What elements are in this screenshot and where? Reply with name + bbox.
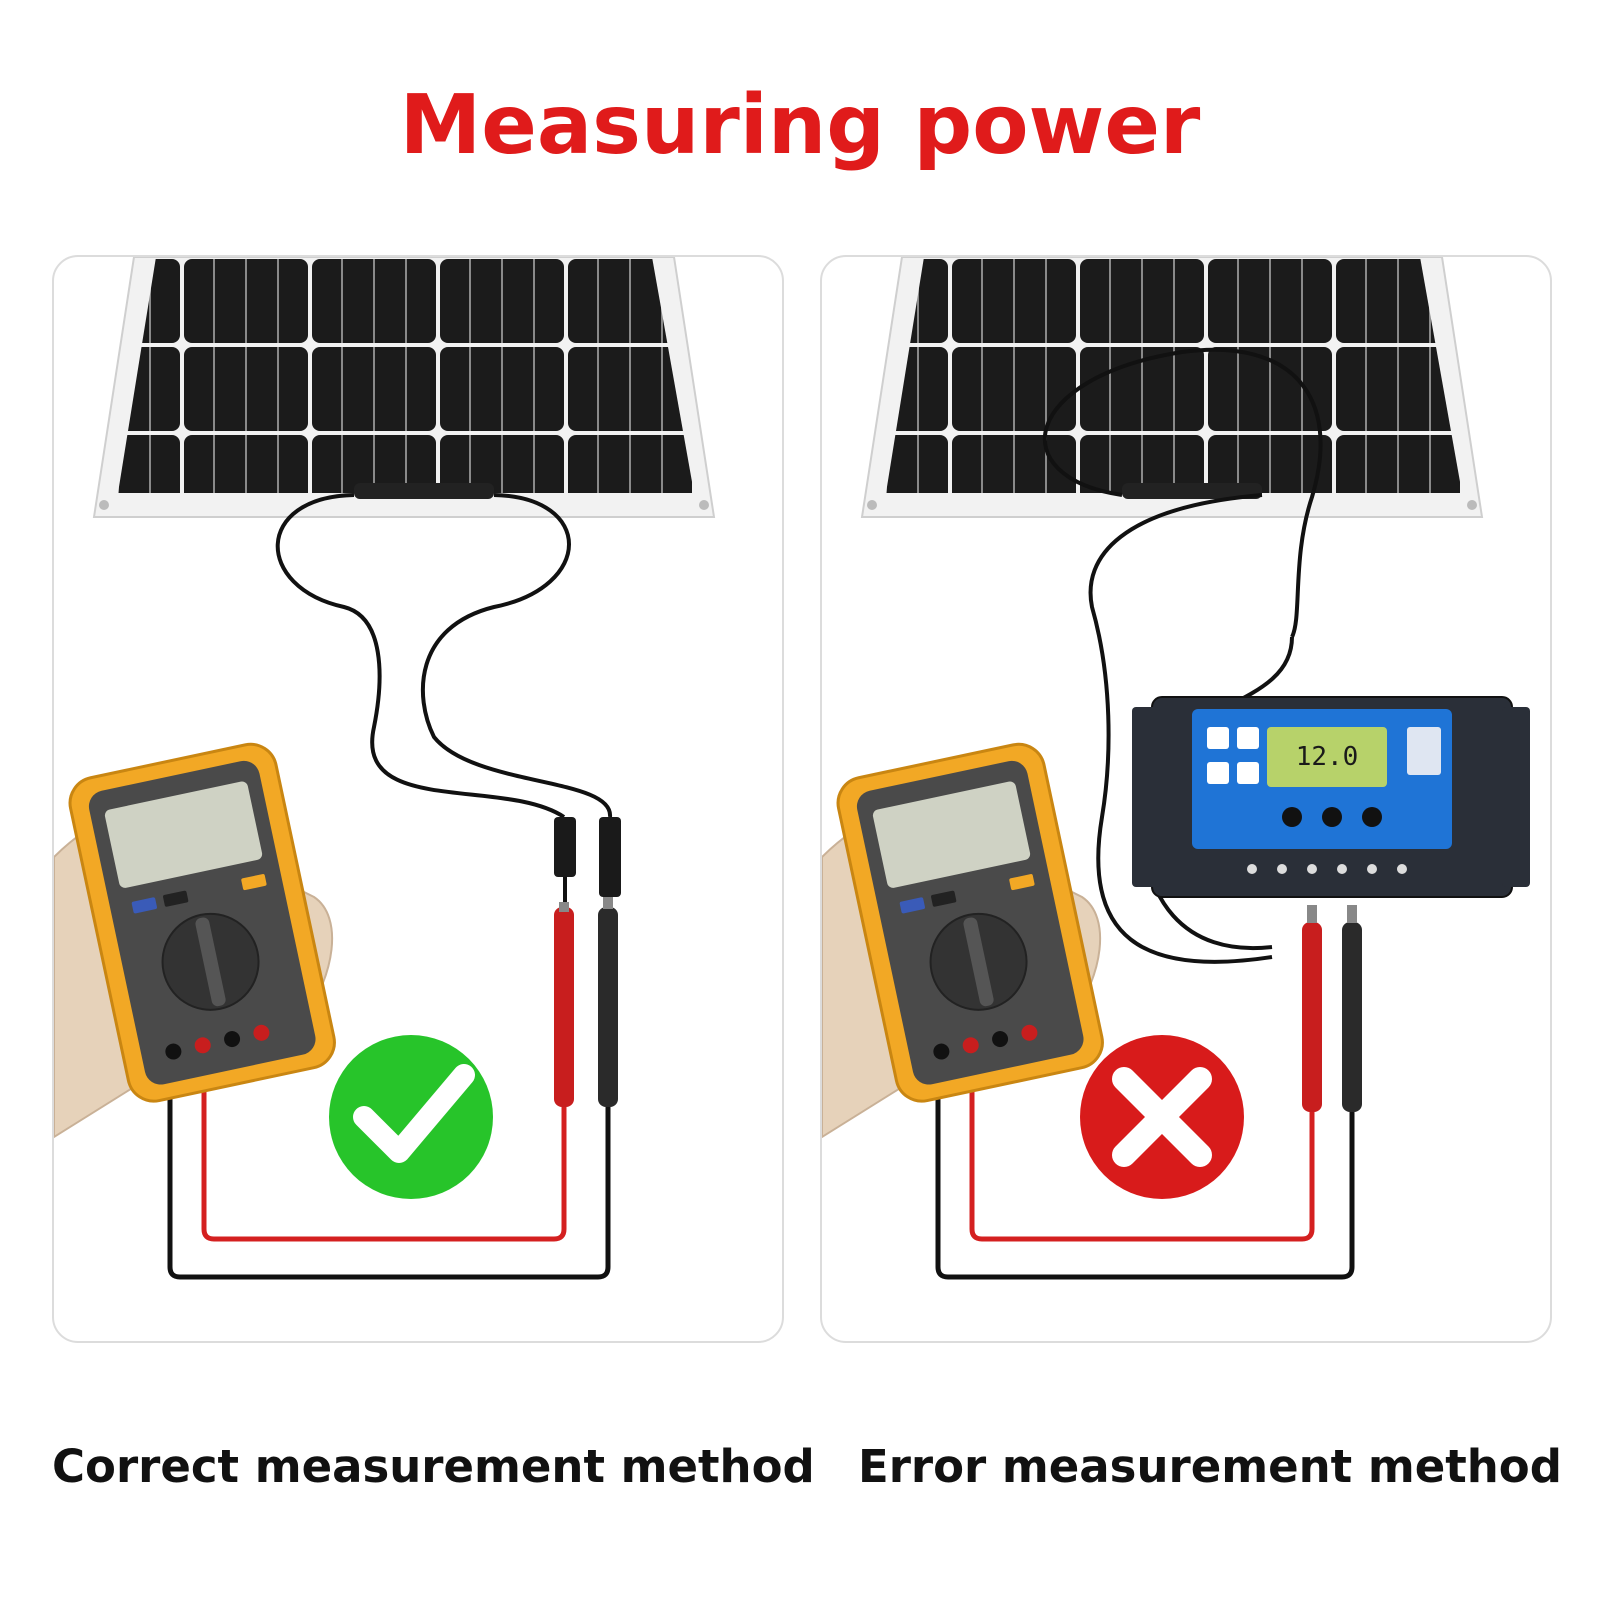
panel-cable	[275, 493, 566, 819]
red-cross-icon	[1080, 1035, 1244, 1199]
black-probe	[598, 897, 618, 1107]
green-checkmark-icon	[329, 1035, 493, 1199]
controller-lcd	[1267, 727, 1387, 787]
charge-controller: 12.0	[1132, 696, 1530, 898]
panel-cable	[1043, 347, 1323, 638]
mc4-connectors	[554, 817, 621, 907]
error-method-caption: Error measurement method	[858, 1440, 1562, 1493]
solar-panel	[92, 257, 716, 518]
correct-method-panel	[52, 255, 784, 1343]
red-probe	[1302, 905, 1322, 1112]
error-method-panel: 12.0	[820, 255, 1552, 1343]
multimeter	[836, 742, 1104, 1103]
black-probe	[1342, 905, 1362, 1112]
correct-method-caption: Correct measurement method	[52, 1440, 815, 1493]
controller-lcd-reading: 12.0	[1296, 742, 1359, 772]
solar-panel	[860, 257, 1484, 518]
red-probe	[554, 902, 574, 1107]
black-probe-lead	[167, 1047, 611, 1280]
error-method-illustration: 12.0	[822, 257, 1530, 1280]
red-probe-lead	[201, 1057, 567, 1242]
black-probe-lead	[935, 1047, 1355, 1280]
red-probe-lead	[969, 1057, 1315, 1242]
multimeter	[68, 742, 336, 1103]
correct-method-illustration	[54, 257, 716, 1280]
page-title: Measuring power	[399, 78, 1201, 173]
